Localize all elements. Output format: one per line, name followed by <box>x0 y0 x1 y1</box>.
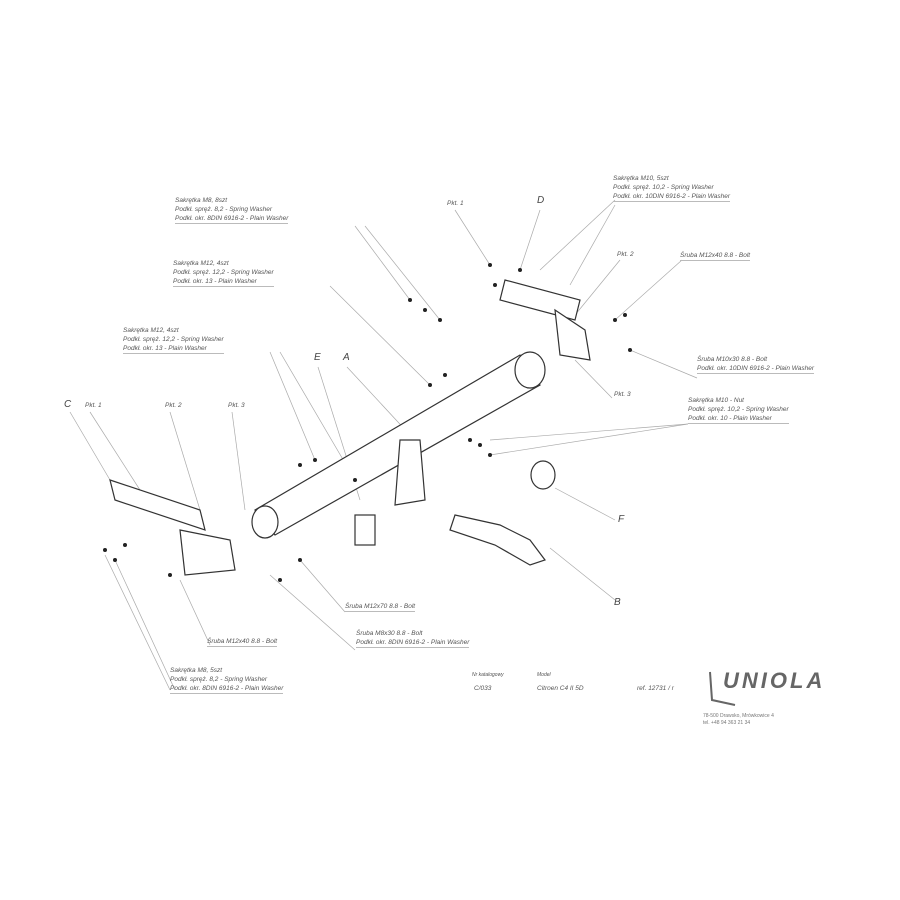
uniola-logo-hook <box>709 671 736 706</box>
letter-b: B <box>614 597 621 608</box>
label-line: Podkł. okr. 10 - Plain Washer <box>688 415 789 424</box>
fasteners <box>103 263 632 582</box>
label-line: Sakrętka M12, 4szt <box>173 260 229 267</box>
brand-name: UNIOLA <box>723 668 826 693</box>
point-pkt2-left: Pkt. 2 <box>165 402 182 409</box>
label-line: Podkł. okr. 13 - Plain Washer <box>123 345 224 354</box>
towbar-parts <box>109 279 591 576</box>
letter-c: C <box>64 399 72 410</box>
letter-a: A <box>343 352 350 363</box>
center-hanger <box>394 439 426 506</box>
right-bracket <box>499 279 581 321</box>
label-line: Sakrętka M12, 4szt <box>123 327 179 334</box>
address-line: 78-500 Drawsko, Mrówkowice 4 <box>703 713 774 719</box>
crossbar-end-left <box>251 505 279 539</box>
label-line: Podkł. okr. 13 - Plain Washer <box>173 278 274 287</box>
label-bolt-m12x40-right: Śruba M12x40 8.8 - Bolt <box>680 252 751 261</box>
point-pkt1-left: Pkt. 1 <box>85 402 102 409</box>
address-line: tel. +48 94 363 21 34 <box>703 720 751 726</box>
left-plate <box>179 529 236 576</box>
catalog-label: Nr katalogowy <box>472 672 504 678</box>
model-label: Model <box>537 672 551 678</box>
label-line: Podkł. spręż. 8,2 - Spring Washer <box>170 676 268 683</box>
letter-f: F <box>618 514 625 525</box>
label-bolt-m12x40-left: Śruba M12x40 8.8 - Bolt <box>207 638 278 647</box>
label-line: Śruba M12x70 8.8 - Bolt <box>345 603 416 612</box>
leader-lines <box>69 199 698 691</box>
label-line: Śruba M12x40 8.8 - Bolt <box>680 252 751 261</box>
label-line: Podkł. spręż. 12,2 - Spring Washer <box>123 336 224 343</box>
label-line: Podkł. okr. 10DIN 6916-2 - Plain Washer <box>613 193 731 202</box>
label-line: Śruba M12x40 8.8 - Bolt <box>207 638 278 647</box>
label-line: Podkł. okr. 8DIN 6916-2 - Plain Washer <box>356 639 470 648</box>
label-line: Podkł. spręż. 10,2 - Spring Washer <box>688 406 789 413</box>
tow-ball <box>530 460 556 490</box>
letter-e: E <box>314 352 321 363</box>
label-line: Podkł. okr. 8DIN 6916-2 - Plain Washer <box>175 215 289 224</box>
label-line: Sakrętka M10 - Nut <box>688 397 744 404</box>
ref-number: ref. 12731 / r <box>637 685 674 692</box>
label-line: Podkł. spręż. 8,2 - Spring Washer <box>175 206 273 213</box>
left-bracket <box>109 479 206 531</box>
label-line: Podkł. okr. 8DIN 6916-2 - Plain Washer <box>170 685 284 694</box>
label-line: Sakrętka M8, 5szt <box>170 667 223 674</box>
model-value: Citroen C4 II 5D <box>537 685 584 692</box>
point-pkt2-right: Pkt. 2 <box>617 251 634 258</box>
label-line: Podkł. spręż. 12,2 - Spring Washer <box>173 269 274 276</box>
letter-d: D <box>537 195 545 206</box>
catalog-value: C/033 <box>474 685 492 692</box>
point-pkt1-top: Pkt. 1 <box>447 200 464 207</box>
right-plate <box>554 308 591 361</box>
point-pkt3-right: Pkt. 3 <box>614 391 631 398</box>
label-bolt-m12x70: Śruba M12x70 8.8 - Bolt <box>345 603 416 612</box>
label-line: Śruba M8x30 8.8 - Bolt <box>356 630 423 637</box>
label-line: Podkł. okr. 10DIN 6916-2 - Plain Washer <box>697 365 815 374</box>
tow-ball-neck <box>449 514 546 566</box>
label-line: Sakrętka M8, 8szt <box>175 197 228 204</box>
label-line: Podkł. spręż. 10,2 - Spring Washer <box>613 184 714 191</box>
crossbar-end-right <box>514 351 546 389</box>
socket-plate <box>354 514 376 546</box>
label-line: Sakrętka M10, 5szt <box>613 175 669 182</box>
label-line: Śruba M10x30 8.8 - Bolt <box>697 356 768 363</box>
point-pkt3-left: Pkt. 3 <box>228 402 245 409</box>
uniola-logo: UNIOLA <box>705 668 825 694</box>
